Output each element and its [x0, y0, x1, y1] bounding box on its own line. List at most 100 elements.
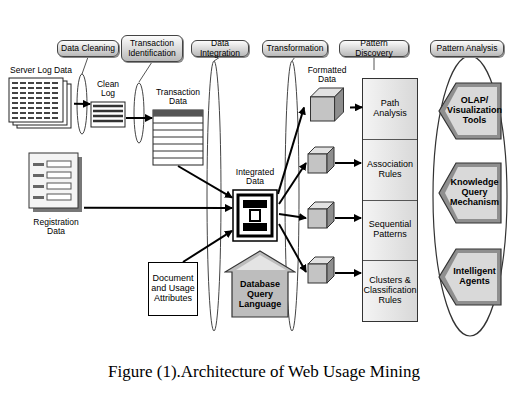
log-row [12, 117, 59, 119]
stage-ellipse [77, 74, 87, 134]
method-cell: Association Rules [363, 140, 417, 201]
log-row [12, 97, 59, 99]
node-hdr: Data Integration [191, 40, 249, 57]
form-field [47, 161, 71, 167]
data-label: Integrated Data [232, 168, 278, 187]
form-sheet [29, 153, 78, 208]
method-label: Path Analysis [364, 99, 416, 119]
shape-label: Database Query Language [233, 280, 287, 310]
node-larrow: OLAP/ Visualization Tools [438, 82, 502, 140]
cube-face [311, 97, 335, 121]
log-page [91, 102, 125, 127]
form-field-label [33, 185, 44, 188]
data-block-core [250, 210, 260, 221]
flow-arrow [183, 231, 232, 262]
node-hdr: Transaction Identification [121, 35, 183, 62]
cube-face [327, 202, 334, 228]
node-panel: Path AnalysisAssociation RulesSequential… [362, 78, 418, 322]
up-arrow-shade [236, 255, 286, 270]
stage-heading: Pattern Analysis [437, 44, 498, 53]
clean-icon [90, 101, 126, 128]
stage-heading: Data Cleaning [61, 44, 115, 53]
log-icon [8, 77, 74, 130]
cube-face [335, 88, 344, 121]
table-row [153, 151, 203, 152]
log-page [9, 78, 63, 122]
flow-arrow [335, 272, 361, 274]
flow-arrow [84, 207, 232, 209]
header-tick [292, 57, 295, 61]
form-field-label [33, 196, 44, 199]
node-hdr: Data Cleaning [57, 40, 119, 57]
log-row [12, 112, 59, 114]
cube-face [308, 154, 327, 173]
form-field-label [33, 163, 44, 166]
log-row [93, 105, 123, 108]
integ-icon [232, 189, 278, 242]
table-header [153, 110, 203, 116]
node-hdr: Pattern Analysis [430, 40, 504, 57]
stage-heading: Transaction Identification [124, 39, 180, 58]
node-integ: Integrated Data [232, 168, 278, 242]
data-label: Transaction Data [152, 88, 204, 107]
shape-label: Knowledge Query Mechanism [450, 178, 499, 208]
data-label: Clean Log [90, 80, 126, 99]
left-arrow-outline [439, 163, 501, 223]
flow-arrow [279, 163, 306, 204]
data-label: Server Log Data [8, 66, 74, 75]
data-block-frame [238, 195, 272, 236]
up-arrow-outline [225, 251, 295, 317]
table-row [153, 123, 203, 124]
node-larrow: Intelligent Agents [438, 248, 502, 306]
analysis-text: Knowledge Query Mechanism [452, 166, 497, 220]
left-arrow-shade [445, 253, 497, 301]
left-arrow-outline [439, 83, 501, 139]
header-tick [82, 57, 88, 74]
cube-face [308, 264, 327, 283]
shape-label: OLAP/ Visualization Tools [447, 96, 502, 126]
node-hdr: Pattern Discovery [339, 40, 409, 57]
node-hdr: Transformation [262, 40, 328, 57]
log-row [12, 82, 59, 84]
flow-arrow [74, 103, 90, 105]
method-cell: Sequential Patterns [363, 201, 417, 262]
stage-heading: Transformation [267, 44, 324, 53]
log-row [12, 87, 59, 89]
node-clean: Clean Log [90, 80, 126, 128]
flow-arrow [278, 107, 304, 193]
table-row [153, 158, 203, 159]
flow-arrow [126, 117, 152, 119]
table-row [153, 144, 203, 145]
box-label: Document and Usage Attributes [151, 274, 195, 304]
node-larrow: Knowledge Query Mechanism [438, 162, 502, 224]
flow-arrow [178, 166, 232, 198]
flow-arrow [335, 217, 361, 219]
stage-ellipse [207, 61, 221, 331]
form-field-label [33, 174, 44, 177]
header-tick [374, 57, 375, 70]
data-block [233, 190, 277, 241]
query-language-text: Database Query Language [233, 273, 287, 317]
node-cube: Formatted Data [304, 66, 350, 122]
node-box: Document and Usage Attributes [148, 262, 198, 316]
log-row [93, 115, 123, 118]
figure-caption: Figure (1).Architecture of Web Usage Min… [0, 362, 528, 382]
node-log: Server Log Data [8, 66, 74, 130]
data-block-bar [243, 200, 267, 208]
node-reg: Registration Data [28, 152, 84, 250]
log-row [12, 92, 59, 94]
form-field [47, 194, 71, 200]
analysis-text: Intelligent Agents [452, 252, 497, 302]
header-tick [139, 62, 152, 82]
flow-arrow [335, 162, 361, 164]
trans-icon [152, 109, 204, 166]
method-cell: Clusters & Classification Rules [363, 261, 417, 321]
flow-arrow [350, 106, 362, 108]
data-block-bar [243, 223, 267, 231]
method-label: Association Rules [364, 160, 416, 180]
flow-arrow [279, 214, 306, 218]
log-row [12, 107, 59, 109]
node-trans: Transaction Data [152, 88, 204, 166]
analysis-ellipse [433, 56, 507, 336]
